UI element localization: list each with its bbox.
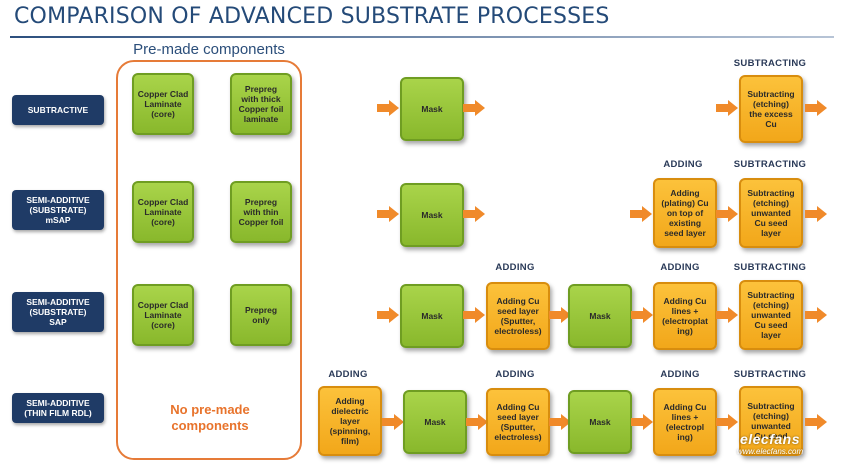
arrow-right-icon bbox=[805, 100, 827, 116]
title-underline bbox=[10, 36, 834, 38]
no-premade-components-text: No pre-made components bbox=[170, 402, 250, 433]
arrow-right-icon bbox=[466, 414, 488, 430]
page-title: COMPARISON OF ADVANCED SUBSTRATE PROCESS… bbox=[14, 4, 610, 29]
row-label-sap: SEMI-ADDITIVE (SUBSTRATE) SAP bbox=[12, 292, 104, 332]
adding-cu-seed-layer-box-row4: Adding Cu seed layer (Sputter, electrole… bbox=[486, 388, 550, 456]
subtracting-seed-layer-box-row2: Subtracting (etching) unwanted Cu seed l… bbox=[739, 178, 803, 248]
arrow-right-icon bbox=[631, 414, 653, 430]
arrow-right-icon bbox=[377, 100, 399, 116]
arrow-right-icon bbox=[805, 307, 827, 323]
arrow-right-icon bbox=[463, 206, 485, 222]
mask-box-row4-b: Mask bbox=[568, 390, 632, 454]
header-adding-row2: ADDING bbox=[663, 159, 703, 170]
arrow-right-icon bbox=[805, 206, 827, 222]
arrow-right-icon bbox=[716, 307, 738, 323]
row-label-thin-film-rdl: SEMI-ADDITIVE (THIN FILM RDL) bbox=[12, 393, 104, 423]
arrow-right-icon bbox=[463, 100, 485, 116]
arrow-right-icon bbox=[716, 414, 738, 430]
mask-box-row1: Mask bbox=[400, 77, 464, 141]
adding-cu-lines-box-row3: Adding Cu lines + (electroplat ing) bbox=[653, 282, 717, 350]
prepreg-thin-copper-box: Prepreg with thin Copper foil bbox=[230, 181, 292, 243]
subtracting-excess-cu-box: Subtracting (etching) the excess Cu bbox=[739, 75, 803, 143]
premade-group-outline bbox=[116, 60, 302, 460]
row-label-subtractive: SUBTRACTIVE bbox=[12, 95, 104, 125]
header-adding-row4-a: ADDING bbox=[328, 369, 368, 380]
arrow-right-icon bbox=[549, 307, 571, 323]
watermark: elecfans www.elecfans.com bbox=[700, 420, 840, 466]
prepreg-thick-copper-box: Prepreg with thick Copper foil laminate bbox=[230, 73, 292, 135]
header-subtracting-row1: SUBTRACTING bbox=[733, 58, 807, 69]
arrow-right-icon bbox=[805, 414, 827, 430]
watermark-name: elecfans bbox=[739, 430, 801, 447]
adding-dielectric-layer-box: Adding dielectric layer (spinning, film) bbox=[318, 386, 382, 456]
arrow-right-icon bbox=[377, 307, 399, 323]
arrow-right-icon bbox=[377, 206, 399, 222]
mask-box-row3-a: Mask bbox=[400, 284, 464, 348]
mask-box-row2: Mask bbox=[400, 183, 464, 247]
header-adding-row4-c: ADDING bbox=[660, 369, 700, 380]
arrow-right-icon bbox=[716, 206, 738, 222]
arrow-right-icon bbox=[382, 414, 404, 430]
header-adding-row3-a: ADDING bbox=[495, 262, 535, 273]
subtracting-seed-layer-box-row4: Subtracting (etching) unwanted Cu seed bbox=[739, 386, 803, 456]
header-adding-row3-b: ADDING bbox=[660, 262, 700, 273]
header-adding-row4-b: ADDING bbox=[495, 369, 535, 380]
row-label-msap: SEMI-ADDITIVE (SUBSTRATE) mSAP bbox=[12, 190, 104, 230]
adding-plating-cu-box: Adding (plating) Cu on top of existing s… bbox=[653, 178, 717, 248]
copper-clad-laminate-box-3: Copper Clad Laminate (core) bbox=[132, 284, 194, 346]
adding-cu-lines-box-row4: Adding Cu lines + (electropl ing) bbox=[653, 388, 717, 456]
adding-cu-seed-layer-box-row3: Adding Cu seed layer (Sputter, electrole… bbox=[486, 282, 550, 350]
prepreg-only-box: Prepreg only bbox=[230, 284, 292, 346]
copper-clad-laminate-box-2: Copper Clad Laminate (core) bbox=[132, 181, 194, 243]
header-subtracting-row3: SUBTRACTING bbox=[733, 262, 807, 273]
arrow-right-icon bbox=[630, 206, 652, 222]
arrow-right-icon bbox=[463, 307, 485, 323]
mask-box-row3-b: Mask bbox=[568, 284, 632, 348]
arrow-right-icon bbox=[631, 307, 653, 323]
header-subtracting-row2: SUBTRACTING bbox=[733, 159, 807, 170]
arrow-right-icon bbox=[549, 414, 571, 430]
copper-clad-laminate-box-1: Copper Clad Laminate (core) bbox=[132, 73, 194, 135]
premade-group-title: Pre-made components bbox=[133, 41, 285, 58]
arrow-right-icon bbox=[716, 100, 738, 116]
subtracting-seed-layer-box-row3: Subtracting (etching) unwanted Cu seed l… bbox=[739, 280, 803, 350]
header-subtracting-row4: SUBTRACTING bbox=[733, 369, 807, 380]
mask-box-row4-a: Mask bbox=[403, 390, 467, 454]
watermark-url: www.elecfans.com bbox=[736, 446, 804, 456]
